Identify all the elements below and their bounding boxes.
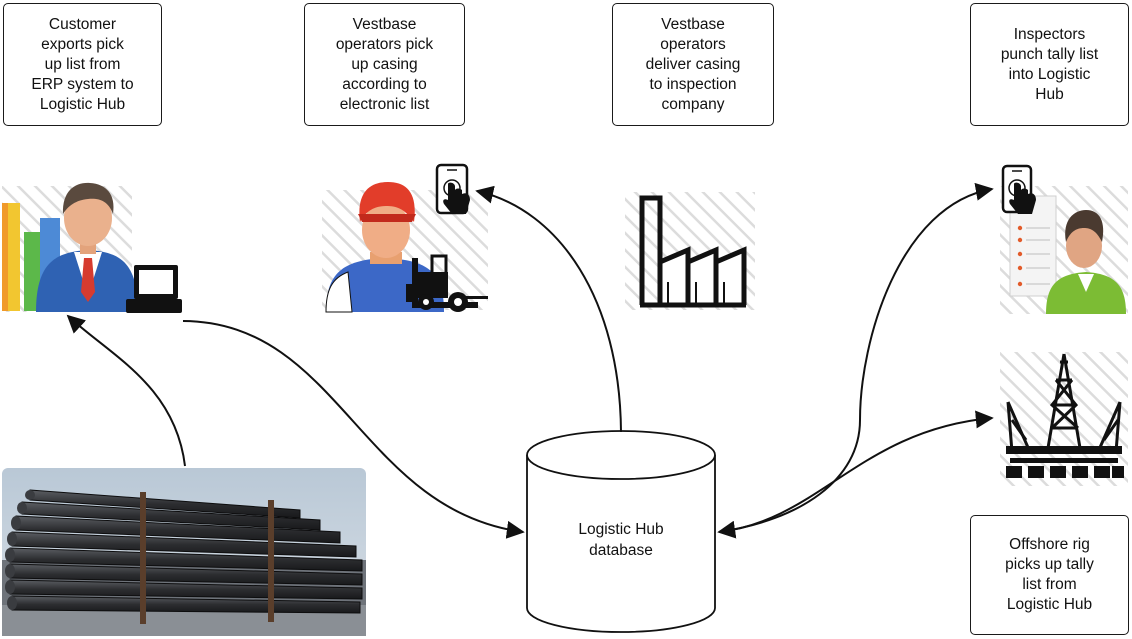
tablet-touch-icon	[1001, 164, 1036, 214]
arrow-database-inspector-tablet	[717, 182, 994, 539]
factory-icon	[625, 192, 755, 310]
offshore-rig-icon	[1000, 352, 1128, 486]
tablet-touch-icon	[435, 163, 470, 215]
step-vestbase-deliver-box: Vestbase operators deliver casing to ins…	[612, 3, 774, 126]
arrow-database-to-rig	[718, 410, 994, 533]
step-offshore-box: Offshore rig picks up tally list from Lo…	[970, 515, 1129, 635]
connectors	[66, 182, 994, 539]
database-label: Logistic Hub database	[578, 521, 664, 559]
arrow-database-to-tablet	[475, 185, 622, 433]
step-inspectors-box: Inspectors punch tally list into Logisti…	[970, 3, 1129, 126]
casing-pipes-photo	[2, 468, 366, 636]
step-customer-export-box: Customer exports pick up list from ERP s…	[3, 3, 162, 126]
arrow-photo-to-customer	[66, 314, 186, 467]
logistic-hub-database	[526, 430, 716, 633]
customer-with-laptop-icon	[2, 182, 182, 313]
arrow-laptop-to-database	[182, 320, 525, 539]
step-vestbase-pick-box: Vestbase operators pick up casing accord…	[304, 3, 465, 126]
